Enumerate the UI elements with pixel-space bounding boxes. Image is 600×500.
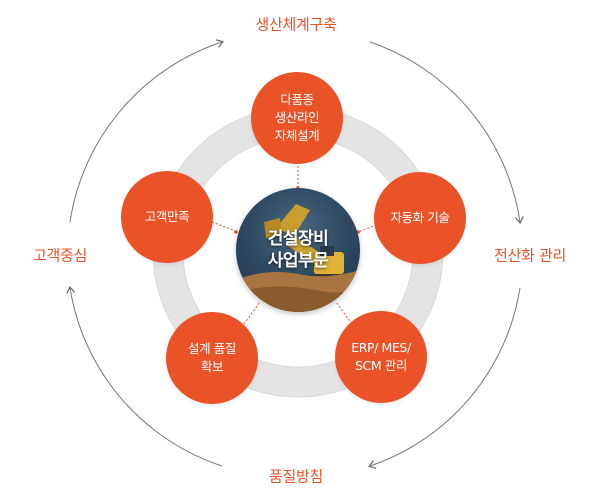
center-label-line2: 사업부문 bbox=[267, 251, 329, 271]
node-bottom-left-line2: 확보 bbox=[200, 359, 224, 374]
cycle-arrow-bottom-right bbox=[368, 287, 521, 469]
node-bottom-left: 설계 품질 확보 bbox=[166, 312, 258, 404]
node-left: 고객만족 bbox=[121, 171, 213, 263]
node-top-line3: 자체설계 bbox=[274, 128, 320, 143]
node-bottom-right-line2: SCM 관리 bbox=[354, 358, 408, 373]
center-label-line1: 건설장비 bbox=[267, 229, 329, 249]
node-top-line2: 생산라인 bbox=[274, 110, 320, 125]
node-bottom-left-line1: 설계 품질 bbox=[188, 341, 236, 356]
node-right-line1: 자동화 기술 bbox=[390, 210, 450, 225]
node-bottom-right-line1: ERP/ MES/ bbox=[351, 340, 411, 355]
outer-label-top: 생산체계구축 bbox=[255, 15, 337, 34]
excavator-illustration bbox=[236, 204, 360, 312]
center-label: 건설장비 사업부문 bbox=[236, 228, 360, 272]
connector-bottom-right bbox=[335, 301, 353, 325]
connector-dot-left bbox=[234, 230, 238, 234]
center-image-circle: 건설장비 사업부문 bbox=[236, 188, 360, 312]
cycle-arrow-bottom-left bbox=[66, 285, 223, 467]
outer-label-bottom: 품질방침 bbox=[268, 467, 324, 486]
node-top: 다품종 생산라인 자체설계 bbox=[251, 72, 343, 164]
cycle-arrow-top-right bbox=[369, 41, 524, 225]
outer-label-left: 고객중심 bbox=[32, 246, 88, 265]
node-bottom-right: ERP/ MES/ SCM 관리 bbox=[335, 311, 427, 403]
outer-label-right: 전산화 관리 bbox=[494, 246, 566, 265]
node-top-line1: 다품종 bbox=[280, 92, 314, 107]
connector-bottom-left bbox=[243, 301, 261, 325]
cycle-arrow-top-left bbox=[69, 39, 224, 223]
node-right: 자동화 기술 bbox=[374, 172, 466, 264]
connector-left bbox=[211, 221, 239, 233]
node-left-line1: 고객만족 bbox=[144, 209, 190, 224]
